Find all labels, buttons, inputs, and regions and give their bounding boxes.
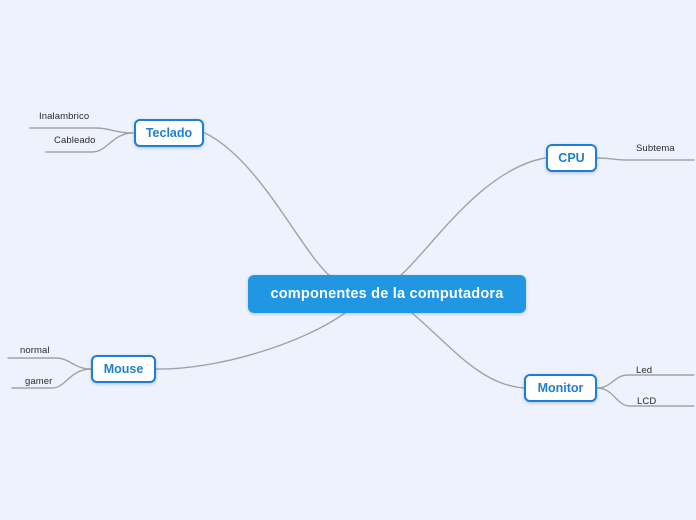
root-node-label: componentes de la computadora: [270, 286, 504, 302]
edge-root-mouse: [155, 312, 346, 370]
branch-label-cpu: CPU: [558, 151, 585, 165]
leaf-normal[interactable]: normal: [20, 345, 50, 356]
branch-node-cpu[interactable]: CPU: [546, 144, 597, 172]
leaf-lcd[interactable]: LCD: [637, 396, 656, 407]
branch-label-mouse: Mouse: [103, 362, 144, 376]
branch-node-monitor[interactable]: Monitor: [524, 374, 597, 402]
leaf-led[interactable]: Led: [636, 365, 652, 376]
leaf-gamer[interactable]: gamer: [25, 376, 52, 387]
edge-mouse-normal: [7, 357, 92, 370]
edge-root-cpu: [399, 157, 546, 277]
leaf-subtema[interactable]: Subtema: [636, 143, 675, 154]
edge-root-teclado: [204, 132, 331, 277]
leaf-label-inalambrico: Inalambrico: [39, 111, 90, 122]
leaf-label-normal: normal: [20, 345, 50, 356]
edge-cpu-subtema: [596, 157, 695, 161]
branch-node-mouse[interactable]: Mouse: [91, 355, 156, 383]
leaf-cableado[interactable]: Cableado: [54, 135, 95, 146]
leaf-label-gamer: gamer: [25, 376, 53, 387]
edge-teclado-inalambrico: [29, 127, 134, 134]
root-node[interactable]: componentes de la computadora: [248, 275, 526, 313]
leaf-label-subtema: Subtema: [636, 143, 675, 154]
branch-label-monitor: Monitor: [537, 381, 584, 395]
leaf-inalambrico[interactable]: Inalambrico: [39, 111, 89, 122]
edge-monitor-led: [596, 374, 695, 389]
leaf-label-led: Led: [636, 365, 653, 376]
branch-label-teclado: Teclado: [145, 126, 193, 140]
edge-root-monitor: [411, 312, 525, 389]
leaf-label-cableado: Cableado: [54, 135, 96, 146]
branch-node-teclado[interactable]: Teclado: [134, 119, 204, 147]
leaf-label-lcd: LCD: [637, 396, 657, 407]
